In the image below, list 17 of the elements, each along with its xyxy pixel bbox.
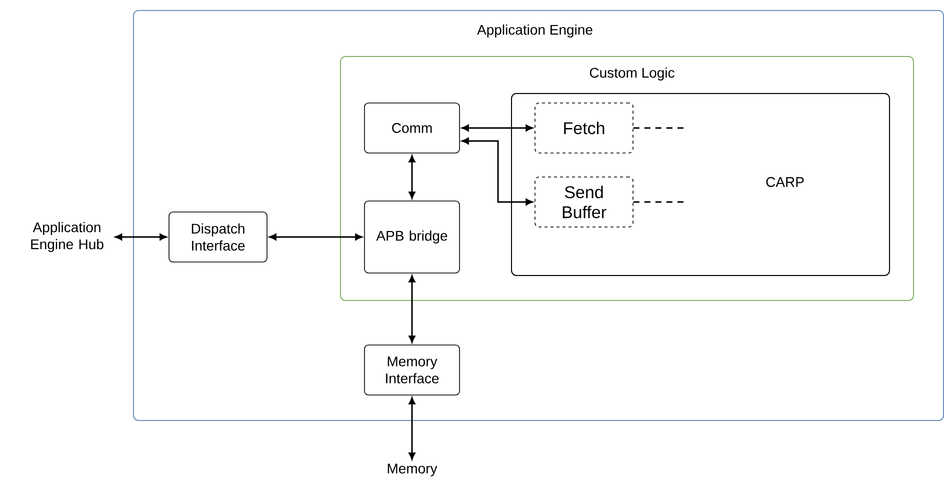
dashed-box: Fetch (534, 102, 634, 154)
dashed-box: Send Buffer (534, 176, 634, 228)
arrow (408, 275, 416, 343)
dashed-line (633, 201, 684, 203)
arrow (408, 155, 416, 199)
arrow (408, 397, 416, 460)
dashed-line (633, 127, 684, 129)
node-label: Memory (388, 464, 438, 476)
process-box: Dispatch Interface (168, 212, 268, 262)
arrow (115, 234, 167, 240)
arrow (462, 124, 533, 132)
arrow (269, 234, 362, 240)
process-box: Memory Interface (364, 344, 460, 396)
process-box: Comm (364, 102, 460, 154)
node-label: Application Engine Hub (31, 222, 104, 252)
process-box: APB bridge (364, 200, 460, 274)
arrow (462, 138, 533, 206)
